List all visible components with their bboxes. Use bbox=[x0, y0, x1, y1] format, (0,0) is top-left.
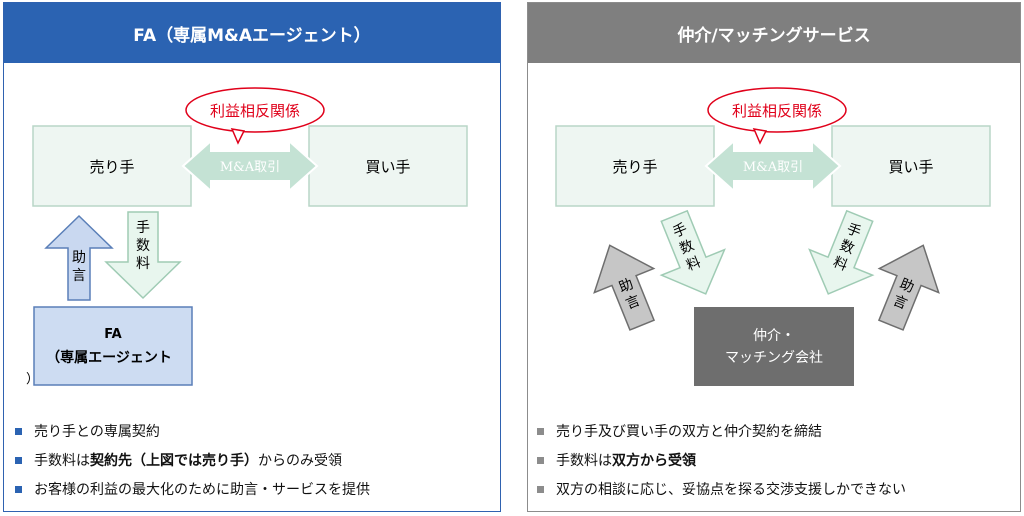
right-fee-right-char-1: 手 bbox=[844, 221, 863, 241]
left-conflict-bubble-tail bbox=[230, 128, 246, 145]
left-diagram: 売り手 買い手 M&A取引 利益相反関係 助言 手数料 FA （専属エージェント… bbox=[26, 87, 468, 387]
left-advice-label: 助言 bbox=[72, 250, 86, 284]
right-advice-arrow-left bbox=[593, 244, 656, 331]
right-bullet-1: 売り手及び買い手の双方と仲介契約を締結 bbox=[537, 421, 822, 441]
intermediary-panel-title: 仲介/マッチングサービス bbox=[528, 3, 1020, 63]
left-bullet-3: お客様の利益の最大化のために助言・サービスを提供 bbox=[15, 479, 370, 499]
bullet-square-icon bbox=[15, 485, 22, 493]
right-buyer-label: 買い手 bbox=[888, 158, 933, 176]
right-bullet-2-bold: 双方から受領 bbox=[612, 453, 696, 469]
fa-agent-stray-paren: ） bbox=[26, 372, 39, 387]
fa-agent-line1: FA bbox=[104, 327, 121, 342]
right-seller-label: 売り手 bbox=[612, 158, 657, 176]
right-fee-arrow-left bbox=[659, 209, 726, 295]
right-bullet-2-pre: 手数料は bbox=[556, 453, 612, 469]
left-advice-arrow bbox=[44, 214, 114, 301]
left-deal-arrow bbox=[181, 138, 319, 194]
right-fee-right-char-3: 料 bbox=[831, 254, 850, 274]
right-advice-left-char-2: 言 bbox=[624, 293, 643, 313]
right-fee-left-char-1: 手 bbox=[671, 221, 690, 241]
left-bullet-2-post: からのみ受領 bbox=[258, 453, 342, 469]
right-advice-arrow-right bbox=[877, 244, 940, 331]
left-bullet-2: 手数料は契約先（上図では売り手）からのみ受領 bbox=[15, 450, 342, 470]
right-fee-left-label: 手数料 bbox=[671, 221, 703, 274]
left-fee-char-2: 数 bbox=[136, 238, 150, 254]
right-conflict-bubble-tail bbox=[752, 128, 768, 145]
left-buyer-label: 買い手 bbox=[365, 158, 410, 176]
bullet-square-icon bbox=[15, 456, 22, 464]
left-conflict-label: 利益相反関係 bbox=[210, 102, 300, 120]
right-bullet-3-text: 双方の相談に応じ、妥協点を探る交渉支援しかできない bbox=[556, 482, 906, 498]
right-advice-left-char-1: 助 bbox=[617, 276, 636, 296]
right-fee-right-char-2: 数 bbox=[838, 238, 857, 258]
left-fee-arrow bbox=[104, 211, 182, 300]
left-deal-label: M&A取引 bbox=[220, 160, 280, 175]
right-deal-label: M&A取引 bbox=[743, 160, 803, 175]
right-advice-left-label: 助言 bbox=[617, 276, 643, 313]
intermediary-panel: 仲介/マッチングサービス bbox=[527, 2, 1021, 512]
intermediary-company-box bbox=[694, 307, 854, 386]
right-fee-left-char-3: 料 bbox=[684, 254, 703, 274]
right-fee-arrow-right bbox=[808, 209, 875, 295]
right-bullet-3: 双方の相談に応じ、妥協点を探る交渉支援しかできない bbox=[537, 479, 906, 499]
left-seller-box bbox=[32, 125, 192, 207]
left-bullet-1: 売り手との専属契約 bbox=[15, 421, 160, 441]
left-advice-char-1: 助 bbox=[72, 250, 86, 266]
bullet-square-icon bbox=[537, 456, 544, 464]
right-advice-right-char-2: 言 bbox=[891, 293, 910, 313]
intermediary-company-line1: 仲介・ bbox=[753, 328, 795, 344]
fa-agent-line2: （専属エージェント bbox=[46, 349, 172, 366]
right-conflict-label: 利益相反関係 bbox=[732, 102, 822, 120]
right-deal-arrow bbox=[704, 138, 842, 194]
fa-panel: FA（専属M&Aエージェント） bbox=[3, 2, 501, 512]
left-fee-char-3: 料 bbox=[136, 256, 150, 272]
bullet-square-icon bbox=[15, 427, 22, 435]
left-bullet-1-text: 売り手との専属契約 bbox=[34, 424, 160, 440]
left-bullet-2-pre: 手数料は bbox=[34, 453, 90, 469]
left-seller-label: 売り手 bbox=[89, 158, 134, 176]
bullet-square-icon bbox=[537, 427, 544, 435]
right-fee-left-char-2: 数 bbox=[678, 238, 697, 258]
left-bullet-3-text: お客様の利益の最大化のために助言・サービスを提供 bbox=[34, 482, 370, 498]
intermediary-company-line2: マッチング会社 bbox=[725, 350, 823, 366]
left-fee-char-1: 手 bbox=[136, 220, 150, 236]
right-diagram: 売り手 買い手 M&A取引 利益相反関係 仲介・ マッチング会社 助言 助言 手… bbox=[555, 87, 991, 386]
right-bullet-1-text: 売り手及び買い手の双方と仲介契約を締結 bbox=[556, 424, 822, 440]
left-buyer-box bbox=[308, 125, 468, 207]
left-advice-char-2: 言 bbox=[72, 268, 86, 284]
left-bullet-2-bold: 契約先（上図では売り手） bbox=[90, 453, 258, 469]
right-buyer-box bbox=[831, 125, 991, 207]
bullet-square-icon bbox=[537, 485, 544, 493]
fa-panel-title: FA（専属M&Aエージェント） bbox=[4, 3, 500, 63]
right-advice-right-char-1: 助 bbox=[897, 276, 916, 296]
right-conflict-bubble bbox=[707, 87, 847, 133]
right-advice-right-label: 助言 bbox=[891, 276, 917, 313]
right-bullet-2: 手数料は双方から受領 bbox=[537, 450, 696, 470]
right-fee-right-label: 手数料 bbox=[831, 221, 863, 274]
fa-agent-box bbox=[33, 306, 193, 386]
left-fee-label: 手数料 bbox=[136, 220, 150, 272]
left-conflict-bubble bbox=[185, 87, 325, 133]
